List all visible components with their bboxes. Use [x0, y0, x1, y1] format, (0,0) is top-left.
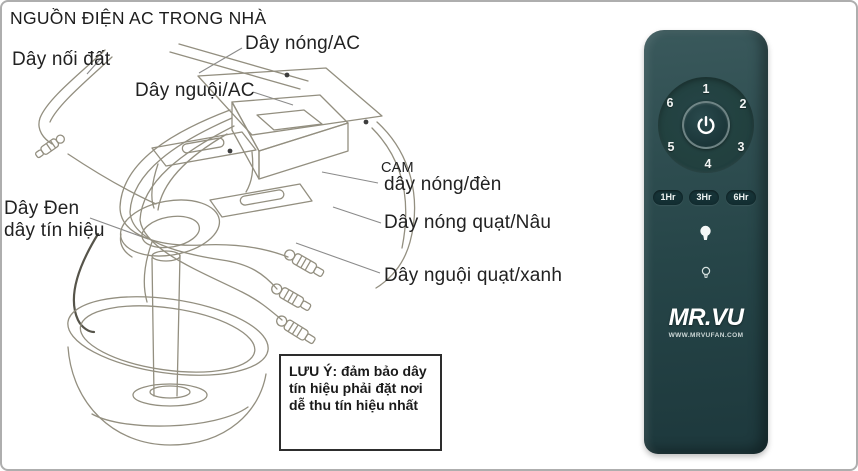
- note-text: LƯU Ý: đảm bảo dây tín hiệu phải đặt nơi…: [289, 363, 427, 414]
- timer-button-3hr: 3Hr: [689, 190, 719, 205]
- label-ground-wire: Dây nối đất: [12, 49, 111, 70]
- note-box: LƯU Ý: đảm bảo dây tín hiệu phải đặt nơi…: [279, 354, 442, 451]
- power-button: [682, 101, 730, 149]
- wiring-diagram-art: [35, 43, 416, 446]
- label-hot-wire-ac: Dây nóng/AC: [245, 33, 361, 54]
- dim-button: [700, 266, 712, 280]
- remote-control: 1 2 3 4 5 6 1Hr 3Hr 6Hr: [644, 30, 768, 454]
- speed-button-pad: 1 2 3 4 5 6: [658, 77, 754, 173]
- speed-button-1: 1: [702, 82, 710, 96]
- timer-button-6hr: 6Hr: [726, 190, 756, 205]
- label-black-wire-sub: dây tín hiệu: [4, 220, 105, 241]
- label-neutral-wire-ac: Dây nguội/AC: [135, 80, 255, 101]
- speed-button-3: 3: [737, 140, 745, 154]
- label-cam: CAM: [381, 160, 414, 176]
- timer-button-1hr: 1Hr: [653, 190, 683, 205]
- brand-website: WWW.MRVUFAN.COM: [668, 332, 744, 339]
- label-black-wire: Dây Đen: [4, 198, 80, 219]
- light-bulb-icon: [700, 225, 711, 240]
- label-fan-hot-wire: Dây nóng quạt/Nâu: [384, 212, 552, 233]
- label-cam-sub: dây nóng/đèn: [384, 174, 502, 195]
- dim-bulb-icon: [701, 266, 711, 278]
- speed-button-4: 4: [704, 157, 712, 171]
- speed-button-2: 2: [739, 97, 747, 111]
- brand-logo: MR.VU: [668, 304, 744, 331]
- timer-button-row: 1Hr 3Hr 6Hr: [644, 190, 768, 206]
- figure-title: NGUỒN ĐIỆN AC TRONG NHÀ: [10, 8, 267, 28]
- speed-button-6: 6: [666, 96, 674, 110]
- speed-button-5: 5: [667, 140, 675, 154]
- label-fan-neutral-wire: Dây nguội quạt/xanh: [384, 265, 563, 286]
- light-button: [696, 224, 715, 243]
- power-icon: [697, 116, 715, 134]
